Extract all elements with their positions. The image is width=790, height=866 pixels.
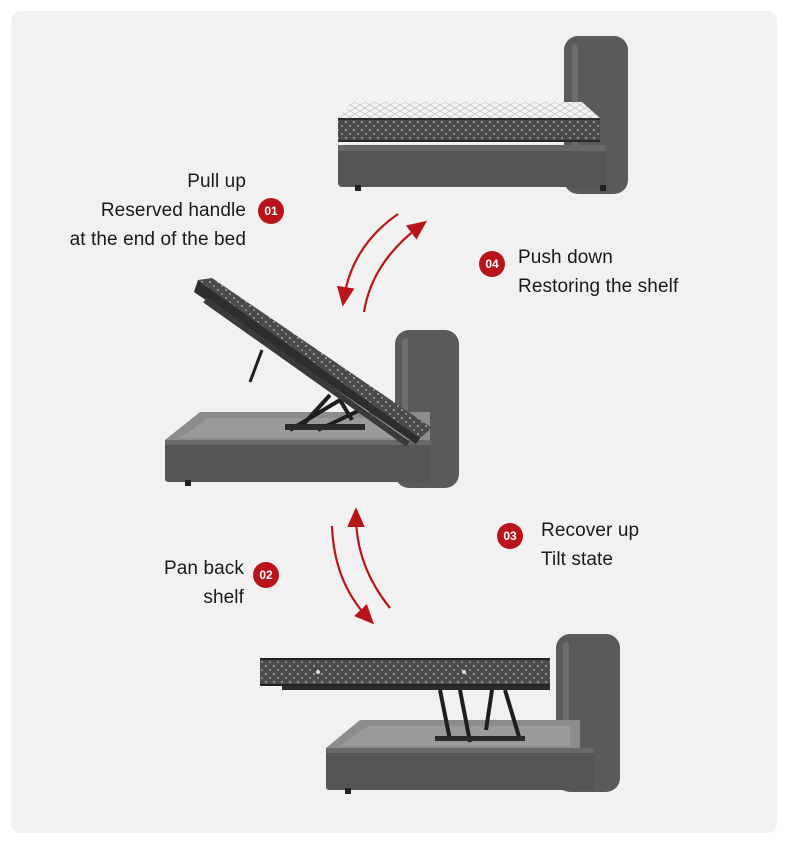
step-04-line-2: Restoring the shelf: [518, 276, 679, 297]
mattress: [338, 118, 600, 142]
step-04-text: Push down Restoring the shelf: [518, 243, 678, 301]
step-01-line-2: Reserved handle: [100, 200, 246, 221]
step-01-line-3: at the end of the bed: [69, 229, 246, 250]
step-04-line-1: Push down: [518, 247, 613, 268]
mattress: [198, 278, 432, 438]
step-01-text: Pull up Reserved handle at the end of th…: [70, 167, 246, 254]
step-01-line-1: Pull up: [187, 171, 246, 192]
curved-arrow-icon: [362, 220, 428, 313]
bed-lifted: [260, 634, 620, 794]
bed-base: [165, 440, 431, 482]
step-01-badge: 01: [258, 198, 284, 224]
curved-arrow-icon: [347, 507, 391, 609]
step-03-line-1: Recover up: [541, 520, 640, 541]
step-02-badge: 02: [253, 562, 279, 588]
bed-base: [338, 145, 606, 187]
arrows-bottom: [330, 507, 391, 625]
step-02-text: Pan back shelf: [164, 554, 244, 612]
step-04-badge: 04: [479, 251, 505, 277]
bed-closed: [338, 36, 628, 194]
step-03-line-2: Tilt state: [541, 549, 614, 570]
step-02-line-1: Pan back: [163, 558, 244, 579]
curved-arrow-icon: [330, 525, 375, 625]
curved-arrow-icon: [336, 213, 399, 307]
mattress-top: [338, 102, 600, 118]
arrows-top: [336, 213, 428, 313]
step-02-line-2: shelf: [203, 587, 244, 608]
mattress: [260, 658, 550, 686]
bed-base: [326, 748, 594, 790]
step-03-badge: 03: [497, 523, 523, 549]
bed-tilted: [165, 278, 459, 488]
step-03-text: Recover up Tilt state: [541, 516, 639, 574]
